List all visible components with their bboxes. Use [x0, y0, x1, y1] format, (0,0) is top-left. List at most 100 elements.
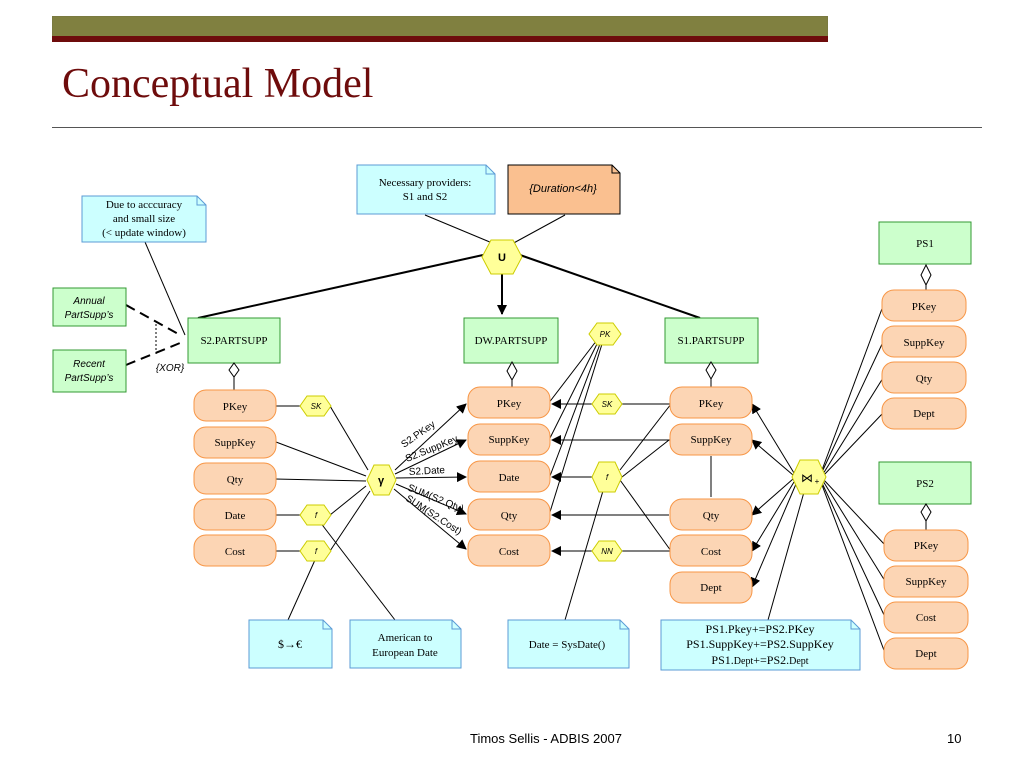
f-transform-cost: f [299, 540, 332, 562]
note-link-date-format [319, 521, 396, 621]
svg-text:Cost: Cost [499, 546, 519, 558]
diamond-dw [506, 360, 518, 382]
svg-text:PKey: PKey [223, 401, 248, 413]
dw-attr-suppkey: SuppKey [467, 423, 551, 456]
svg-text:Due to acccuracy: Due to acccuracy [106, 199, 183, 211]
join-transform: ⋈ + [791, 459, 827, 495]
svg-text:Necessary providers:: Necessary providers: [379, 177, 472, 189]
union-link-s1 [519, 254, 701, 319]
title-bar-accent [52, 36, 828, 42]
dw-attr-date: Date [467, 460, 551, 493]
svg-text:DW.PARTSUPP: DW.PARTSUPP [475, 335, 548, 347]
f-transform-dw-date: f [591, 461, 623, 493]
ps2-attr-suppkey: SuppKey [883, 565, 969, 598]
svg-text:+: + [815, 477, 820, 486]
s1-attr-dept: Dept [669, 571, 753, 604]
svg-text:SuppKey: SuppKey [489, 434, 530, 446]
attributes: PKey SuppKey Qty Date Cost PKey SuppKey … [193, 289, 969, 670]
svg-text:Cost: Cost [701, 546, 721, 558]
svg-text:Qty: Qty [501, 510, 518, 522]
svg-text:SK: SK [311, 402, 322, 411]
concepts: Annual PartSupp’s Recent PartSupp’s {XOR… [52, 221, 972, 505]
title-divider [52, 127, 982, 128]
dw-attr-qty: Qty [467, 498, 551, 531]
note-link-duration [509, 214, 566, 246]
union-link-s2 [197, 254, 484, 319]
xor-link-annual [125, 304, 181, 336]
sk-transform-s2: SK [299, 395, 332, 417]
svg-text:Qty: Qty [916, 373, 933, 385]
slide-title: Conceptual Model [62, 61, 374, 107]
svg-text:f: f [315, 547, 318, 556]
ps2-attr-cost: Cost [883, 601, 969, 634]
mapping-label-date: S2.Date [409, 465, 446, 478]
svg-text:⋈: ⋈ [801, 471, 813, 485]
s1-attr-pkey: PKey [669, 386, 753, 419]
note-link-sysdate [564, 483, 606, 621]
note-sysdate: Date = SysDate() [507, 619, 630, 669]
s2-attr-qty: Qty [193, 462, 277, 495]
svg-text:f: f [315, 511, 318, 520]
nn-transform: NN [591, 540, 623, 562]
svg-text:f: f [606, 473, 609, 482]
concept-dw-partsupp: DW.PARTSUPP [463, 317, 559, 364]
svg-text:Qty: Qty [227, 474, 244, 486]
svg-text:γ: γ [378, 475, 385, 487]
ps1-attr-dept: Dept [881, 397, 967, 430]
concept-recent-partsupp: Recent PartSupp’s [52, 349, 127, 393]
svg-text:PK: PK [600, 330, 611, 339]
diamond-s1 [705, 361, 717, 381]
svg-text:Dept: Dept [915, 648, 936, 660]
f-transform-date: f [299, 504, 332, 526]
svg-text:SuppKey: SuppKey [215, 437, 256, 449]
svg-text:Cost: Cost [916, 612, 936, 624]
svg-text:PKey: PKey [914, 540, 939, 552]
note-accuracy: Due to acccuracy and small size (< updat… [81, 195, 207, 243]
svg-text:PartSupp’s: PartSupp’s [65, 373, 114, 384]
svg-text:(< update window): (< update window) [102, 227, 186, 239]
svg-text:European Date: European Date [372, 647, 438, 659]
concept-s1-partsupp: S1.PARTSUPP [664, 317, 759, 364]
svg-text:Recent: Recent [73, 359, 106, 370]
svg-text:S1 and S2: S1 and S2 [403, 191, 448, 203]
svg-text:U: U [498, 252, 506, 264]
union-transform: U [481, 239, 523, 275]
note-link-accuracy [144, 241, 186, 336]
gamma-aggregation-transform: γ [366, 464, 397, 496]
s2-attr-suppkey: SuppKey [193, 426, 277, 459]
concept-s2-partsupp: S2.PARTSUPP [187, 317, 281, 364]
note-link-join-cond [767, 484, 807, 621]
sk-transform-s1: SK [591, 393, 623, 415]
svg-text:S2.PARTSUPP: S2.PARTSUPP [200, 335, 267, 347]
svg-text:NN: NN [601, 547, 613, 556]
mapping-labels: S2.PKey S2.SuppKey S2.Date SUM(S2.Qty) S… [399, 419, 465, 537]
diamond-ps1 [920, 263, 932, 287]
note-link-dollar-euro [287, 559, 316, 621]
ps1-attr-suppkey: SuppKey [881, 325, 967, 358]
pk-transform: PK [588, 322, 622, 346]
svg-text:PS1.Dept+=PS2.Dept: PS1.Dept+=PS2.Dept [711, 653, 808, 667]
s2-attr-cost: Cost [193, 534, 277, 567]
xor-link-recent [125, 342, 181, 366]
note-date-format: American to European Date [349, 619, 462, 669]
note-duration: {Duration<4h} [507, 164, 621, 215]
svg-text:S1.PARTSUPP: S1.PARTSUPP [677, 335, 744, 347]
svg-text:PKey: PKey [497, 398, 522, 410]
svg-text:PS2: PS2 [916, 478, 934, 490]
svg-text:Dept: Dept [700, 582, 721, 594]
svg-text:Date: Date [499, 472, 520, 484]
dw-attr-pkey: PKey [467, 386, 551, 419]
diamond-ps2 [920, 503, 932, 523]
svg-text:PS1: PS1 [916, 238, 934, 250]
svg-text:Dept: Dept [913, 408, 934, 420]
s1-attr-cost: Cost [669, 534, 753, 567]
note-link-providers [424, 214, 498, 246]
s1-attr-qty: Qty [669, 498, 753, 531]
svg-text:SuppKey: SuppKey [691, 434, 732, 446]
footer-text: Timos Sellis - ADBIS 2007 [470, 731, 622, 746]
ps2-attr-dept: Dept [883, 637, 969, 670]
note-providers: Necessary providers: S1 and S2 [356, 164, 496, 215]
svg-text:Cost: Cost [225, 546, 245, 558]
note-join-condition: PS1.Pkey+=PS2.PKey PS1.SuppKey+=PS2.Supp… [660, 619, 861, 671]
